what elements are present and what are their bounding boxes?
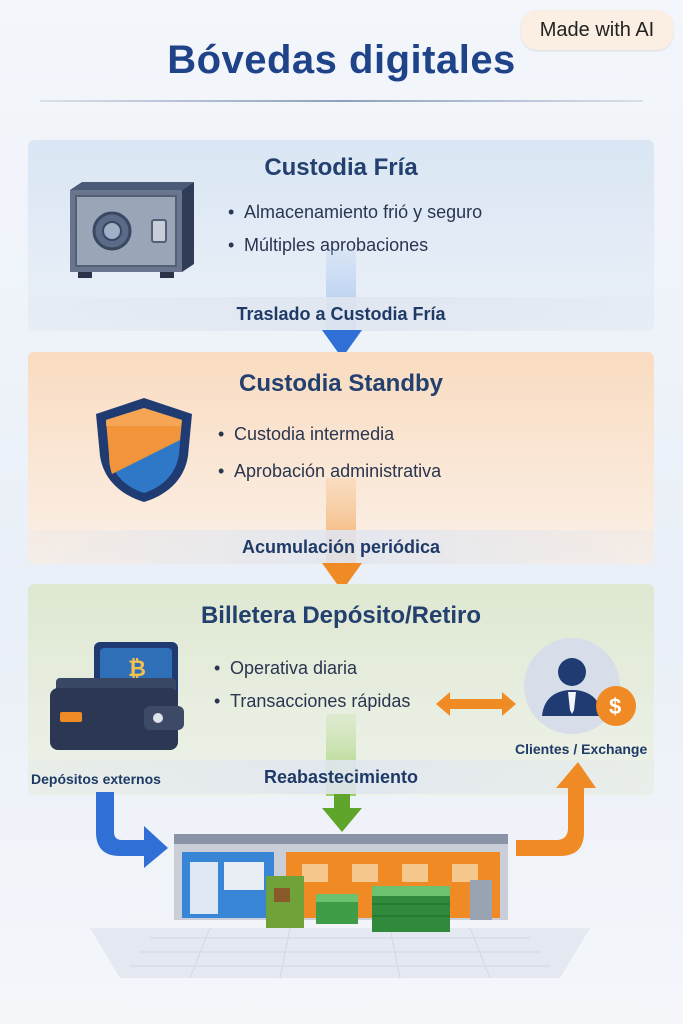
list-item: Custodia intermedia [218,424,441,445]
clients-exchange-label: Clientes / Exchange [515,741,648,757]
list-item: Transacciones rápidas [214,691,410,712]
list-item: Aprobación administrativa [218,461,441,482]
list-item: Operativa diaria [214,658,410,679]
tier-standby-custody: Custodia Standby Custodia intermedia Apr… [28,352,654,564]
tier-title: Custodia Fría [264,154,418,181]
tier-bullets: Operativa diaria Transacciones rápidas [214,658,410,724]
flow-label-restock: Reabastecimiento [28,760,654,794]
svg-text:$: $ [609,694,621,719]
made-with-ai-badge: Made with AI [521,10,673,50]
arrow-down-icon [322,794,362,832]
title-divider [40,100,643,102]
tier-title: Billetera Depósito/Retiro [200,602,482,629]
external-deposits-label: Depósitos externos [31,771,161,787]
tier-bullets: Almacenamiento frió y seguro Múltiples a… [228,202,482,268]
dollar-icon: $ [596,686,636,726]
user-icon: $ [524,638,636,734]
svg-text:₿: ₿ [128,656,146,681]
list-item: Almacenamiento frió y seguro [228,202,482,223]
bank-building-icon [90,834,590,979]
bidirectional-arrow-icon [436,692,516,716]
flow-label-to-cold: Traslado a Custodia Fría [28,297,654,331]
arrow-down-icon [322,563,362,591]
shield-icon [96,398,192,502]
bitcoin-icon: ₿ [128,656,146,681]
cash-stack-icon [316,886,450,932]
page-title: Bóvedas digitales [167,38,516,82]
deposit-inflow-arrow-icon [96,792,168,868]
flow-label-to-standby: Acumulación periódica [28,530,654,564]
withdrawal-outflow-arrow-icon [516,762,596,856]
safe-icon [70,182,194,278]
wallet-icon: ₿ [50,642,184,750]
tier-bullets: Custodia intermedia Aprobación administr… [218,424,441,494]
list-item: Múltiples aprobaciones [228,235,482,256]
arrow-down-icon [322,330,362,358]
tier-title: Custodia Standby [238,370,443,397]
